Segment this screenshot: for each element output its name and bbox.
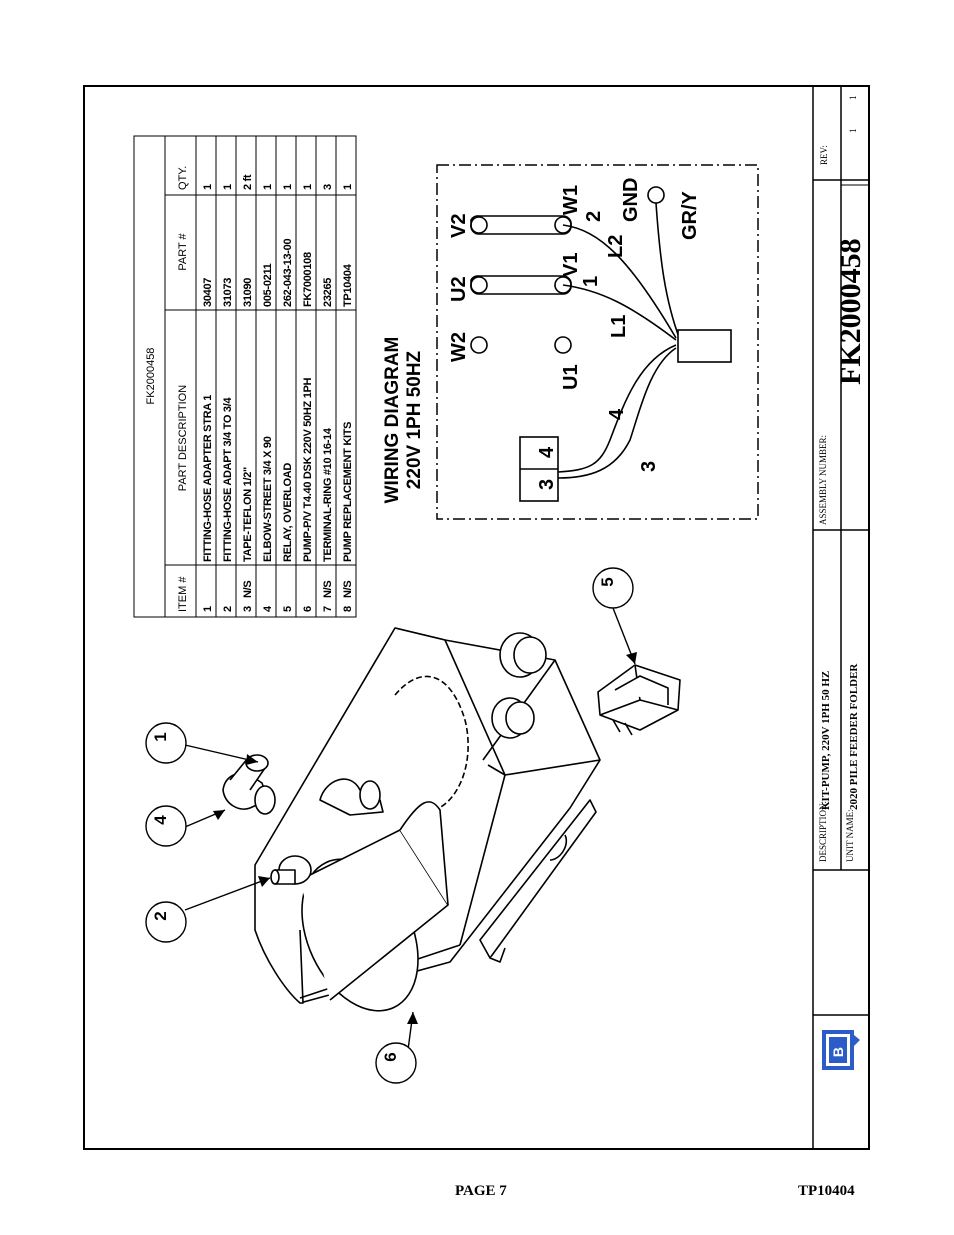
row-description: TAPE-TEFLON 1/2" [242,467,254,562]
relay-terminal-b: 4 [536,446,558,458]
row-part: 30407 [202,278,214,307]
callout-5 [592,567,634,609]
row-part: 23265 [322,278,334,307]
wiring-border [436,164,759,520]
relay-terminal-a: 3 [536,479,558,490]
row-item: 4 [262,605,274,612]
label-gr-y: GR/Y [679,190,701,240]
row-item: 3 [242,606,254,612]
row-part: 262-043-13-00 [282,239,294,307]
label-l1: L1 [608,315,630,338]
row-part: 31073 [222,278,234,307]
motor-connector [677,329,732,363]
row-ns: N/S [242,581,254,598]
callout-6 [375,1042,417,1084]
company-logo: B [822,1030,860,1070]
callout-6-label: 6 [381,1052,400,1061]
row-part: TP10404 [342,263,354,307]
callouts [145,567,636,1084]
label-wire-4: 4 [606,408,628,420]
row-ns: N/S [322,581,334,598]
callout-1 [145,722,187,764]
label-wire-1: 1 [580,276,602,287]
rev-value-1: 1 [848,129,858,134]
label-v1: V1 [560,253,582,277]
assembly-number-label: ASSEMBLY NUMBER: [818,435,828,525]
header-part: PART # [177,232,189,270]
callout-2 [145,901,187,943]
row-description: RELAY, OVERLOAD [282,463,294,562]
row-qty: 1 [262,184,274,190]
row-description: PUMP-P/V T4.40 DSK 220V 50HZ 1PH [302,377,314,562]
label-wire-2: 2 [583,211,605,222]
callout-2-label: 2 [151,911,170,920]
svg-text:B: B [830,1047,846,1057]
callout-1-label: 1 [151,732,170,741]
row-qty: 3 [322,184,334,190]
row-item: 2 [222,606,234,612]
rev-label: REV: [819,145,829,165]
parts-table-title: FK2000458 [145,348,157,405]
row-item: 6 [302,606,314,612]
row-part: 31090 [242,278,254,307]
row-part: 005-0211 [262,263,274,307]
title-block [812,87,870,1149]
parts-table [133,135,357,618]
label-gnd: GND [620,178,642,222]
label-u1: U1 [560,364,582,390]
terminal-v2 [470,216,488,234]
row-qty: 1 [222,184,234,190]
label-w2: W2 [448,332,470,362]
row-description: FITTING-HOSE ADAPTER STRA 1 [202,395,214,562]
rev-value-2: 1 [848,96,858,101]
wiring-title-line2: 220V 1PH 50HZ [404,350,425,489]
unit-name-label: UNIT NAME: [845,809,855,862]
wiring-title-line1: WIRING DIAGRAM [382,337,403,504]
row-description: TERMINAL-RING #10 16-14 [322,427,334,562]
wiring-diagram: WIRING DIAGRAM 220V 1PH 50HZ [382,164,759,520]
row-qty: 1 [342,184,354,190]
terminal-u2 [470,276,488,294]
document-id: TP10404 [798,1183,855,1199]
row-item: 7 [322,606,334,612]
pump-illustration [222,627,681,1012]
row-item: 8 [342,606,354,612]
callout-5-label: 5 [598,577,617,586]
terminal-u1 [554,336,572,354]
header-item: ITEM # [177,576,189,612]
label-u2: U2 [448,276,470,302]
terminal-gnd [647,186,665,204]
drawing-frame [83,85,870,1150]
terminal-w2 [470,336,488,354]
row-qty: 1 [202,184,214,190]
callout-4 [145,805,187,847]
assembly-number: FK2000458 [834,238,867,385]
callout-4-label: 4 [151,815,170,825]
description-value: KIT-PUMP, 220V 1PH 50 HZ [820,671,832,810]
row-description: PUMP REPLACEMENT KITS [342,422,354,562]
unit-name-value: 2020 PILE FEEDER FOLDER [848,663,860,810]
label-wire-3: 3 [638,461,660,472]
label-w1: W1 [560,185,582,215]
row-description: ELBOW-STREET 3/4 X 90 [262,436,274,562]
page-number: PAGE 7 [455,1183,507,1199]
row-description: FITTING-HOSE ADAPT 3/4 TO 3/4 [222,397,234,562]
label-v2: V2 [448,214,470,238]
row-qty: 1 [302,184,314,190]
row-qty: 1 [282,184,294,190]
description-label: DESCRIPTION: [818,801,828,862]
row-part: FK7000108 [302,252,314,307]
header-qty: QTY. [177,166,189,190]
row-ns: N/S [342,581,354,598]
row-item: 1 [202,606,214,612]
header-description: PART DESCRIPTION [177,385,189,491]
row-qty: 2 ft [242,174,254,190]
label-l2: L2 [605,235,627,258]
row-item: 5 [282,606,294,612]
arrow-heads [213,652,637,1024]
